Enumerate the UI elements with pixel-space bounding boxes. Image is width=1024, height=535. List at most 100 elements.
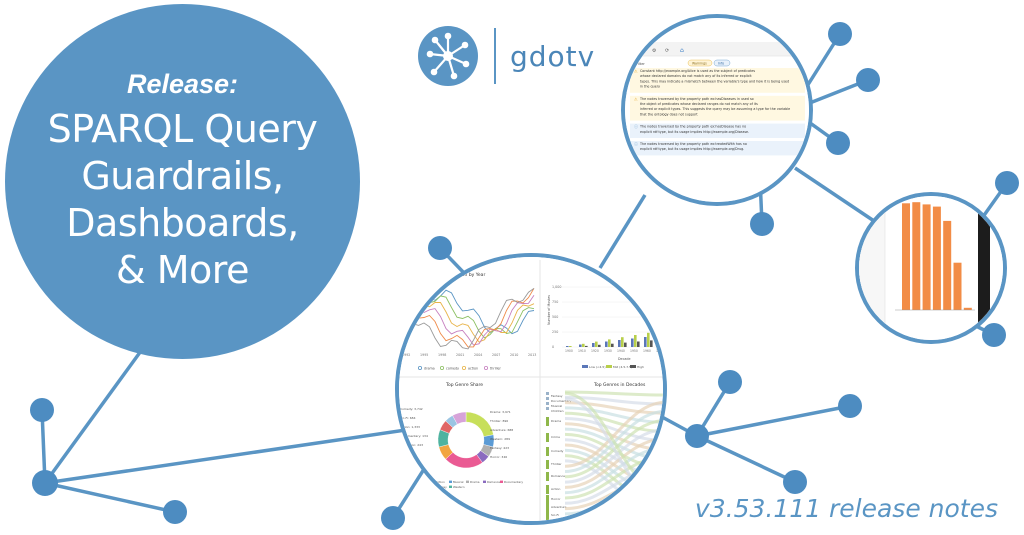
decade-bar	[670, 334, 673, 347]
decade-bar	[673, 328, 676, 347]
orange-bar	[963, 307, 972, 310]
sankey-node	[546, 407, 549, 410]
x-tick: 1900	[565, 349, 573, 353]
donut-label: Drama: 3,971	[490, 410, 511, 414]
sankey-label: Adventure	[551, 505, 567, 509]
warning-text: The nodes traversed by the property path…	[639, 142, 747, 146]
orange-bar	[932, 206, 941, 310]
orange-bar	[902, 203, 910, 310]
sankey-node	[546, 392, 549, 395]
x-tick: 2004	[474, 353, 482, 357]
warning-message-list: ⚠Constant http://example.org/Alice is us…	[630, 68, 805, 156]
warning-item[interactable]	[630, 68, 805, 93]
warning-item[interactable]	[630, 95, 805, 121]
donut-label: Documentary: 134	[400, 434, 428, 438]
svg-text:Info: Info	[718, 62, 724, 66]
logo-divider	[494, 28, 496, 84]
legend-label: drama	[424, 367, 435, 371]
sankey-node	[546, 503, 549, 512]
legend-swatch	[483, 480, 486, 483]
x-tick: 1920	[591, 349, 599, 353]
svg-text:⌂: ⌂	[680, 47, 684, 54]
warning-text: types. This may indicate a mismatch betw…	[640, 79, 789, 83]
warning-item[interactable]	[630, 141, 805, 156]
x-tick: 1992	[402, 353, 410, 357]
legend-label: comedy	[446, 367, 459, 371]
sankey-label: Crime	[551, 435, 560, 439]
decade-bar	[621, 337, 624, 347]
decade-bar	[631, 338, 634, 347]
release-kicker: Release:	[126, 69, 239, 99]
decade-bar	[598, 344, 601, 347]
legend-swatch	[630, 365, 636, 368]
filter-label: Filter	[636, 62, 645, 66]
series-line	[401, 288, 535, 350]
sankey-node	[546, 511, 549, 520]
warning-text: that the ontology does not support	[640, 112, 698, 116]
warning-text: The nodes traversed by the property path…	[639, 125, 746, 129]
decade-bar	[618, 340, 621, 347]
y-tick: 500	[552, 315, 558, 319]
donut-label: Western: 289	[490, 437, 510, 441]
x-tick: 1950	[630, 349, 638, 353]
legend-label: Musical	[453, 480, 464, 484]
sankey-label: Fantasy	[551, 394, 563, 398]
orange-bar	[943, 220, 952, 310]
headline-line-3: Dashboards,	[66, 201, 299, 245]
sankey-flow	[564, 400, 663, 468]
x-tick: 1940	[617, 349, 625, 353]
decade-bar	[634, 335, 637, 347]
sankey-node	[546, 472, 549, 481]
sankey-title: Top Genres in Decades	[593, 382, 646, 388]
decade-bar	[566, 346, 569, 347]
decade-bar	[595, 341, 598, 347]
release-notes-label[interactable]: v3.53.111 release notes	[694, 494, 998, 523]
legend-label: High	[637, 365, 644, 369]
warning-text: explicit rdf:type, but its usage implies…	[640, 147, 744, 151]
decade-bar	[637, 341, 640, 347]
x-tick: 1995	[420, 353, 428, 357]
decade-bar	[611, 343, 614, 347]
legend-label: Low (<4.5)	[589, 365, 606, 369]
sankey-node	[546, 402, 549, 405]
y-axis-label: Number of Movies	[547, 295, 551, 325]
warning-item[interactable]	[630, 123, 805, 138]
x-tick: 2013	[528, 353, 536, 357]
sankey-label: Horror	[551, 497, 561, 501]
legend-swatch	[606, 365, 612, 368]
info-toggle[interactable]	[713, 59, 731, 67]
headline-line-4: & More	[116, 248, 249, 292]
line-chart-title: ...ction by Year	[452, 272, 485, 278]
legend-marker	[483, 365, 488, 370]
warning-icon: ⚠	[634, 69, 638, 74]
sankey-node	[546, 447, 549, 456]
y-tick: 1,000	[552, 285, 561, 289]
sankey-label: Sci-Fi	[551, 513, 559, 517]
decade-bar	[647, 332, 650, 347]
donut-label: Horror: 346	[490, 455, 507, 459]
y-tick: 0	[552, 345, 554, 349]
decade-bar	[605, 341, 608, 347]
x-tick: 1960	[643, 349, 651, 353]
gdotv-logo[interactable]: gdotv	[418, 24, 595, 88]
decade-bar	[676, 338, 679, 347]
warning-text: in the query	[640, 85, 660, 89]
legend-label: Western	[453, 485, 465, 489]
decade-bar	[585, 345, 588, 347]
x-tick: 1998	[438, 353, 446, 357]
sankey-node	[546, 460, 549, 469]
x-tick: 1980	[669, 349, 677, 353]
donut-title: Top Genre Share	[445, 382, 483, 388]
warning-text: whose declared domains do not match any …	[640, 74, 752, 78]
sankey-label: Drama	[551, 419, 561, 423]
warning-icon: ⓘ	[634, 123, 638, 129]
series-line	[401, 295, 535, 346]
sankey-node	[546, 433, 549, 442]
decade-bar	[592, 343, 595, 347]
warning-text: The nodes traversed by the property path…	[639, 97, 754, 101]
warning-icon: ⓘ	[634, 141, 638, 147]
warnings-toggle[interactable]	[687, 59, 713, 67]
sankey-label: Comedy	[551, 449, 564, 453]
